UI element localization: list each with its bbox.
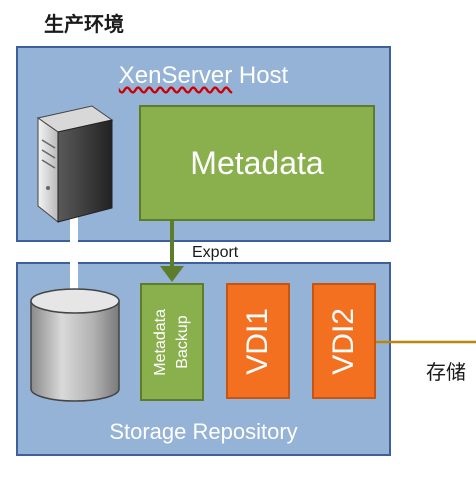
host-title-suffix: Host	[232, 62, 289, 89]
host-title: XenServer Host	[18, 62, 389, 90]
server-icon	[36, 105, 114, 224]
storage-label: 存储	[426, 360, 466, 384]
vdi1-box: VDI1	[226, 283, 290, 399]
vdi2-box: VDI2	[312, 283, 376, 399]
page-title: 生产环境	[44, 12, 124, 36]
storage-repository-title: Storage Repository	[109, 419, 298, 444]
metadata-backup-box: Metadata Backup	[140, 283, 204, 401]
disk-cylinder-icon	[30, 288, 120, 402]
host-title-brand: XenServer	[118, 62, 233, 89]
metadata-label: Metadata	[190, 144, 324, 181]
export-arrow	[160, 221, 184, 282]
metadata-box: Metadata	[139, 105, 375, 221]
export-label: Export	[192, 244, 239, 261]
